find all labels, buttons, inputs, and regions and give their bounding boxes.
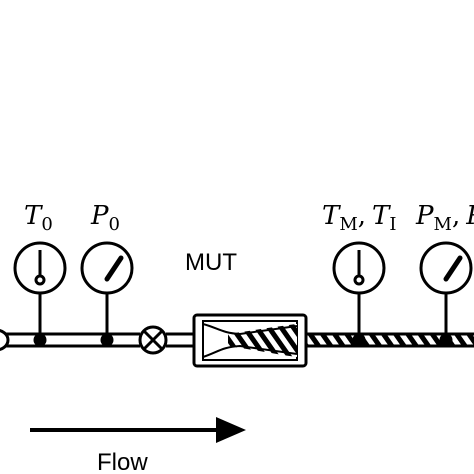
t0-label: T0 — [24, 201, 53, 235]
pressure-gauge-icon — [443, 255, 463, 282]
valve-icon — [138, 325, 168, 355]
p0-sub: 0 — [109, 214, 120, 235]
p0-main: P — [90, 201, 109, 231]
tm-main: T — [322, 201, 341, 231]
inlet-pipe — [0, 332, 194, 348]
pressure-gauge-icon — [104, 255, 124, 282]
ti-sub: I — [389, 214, 396, 235]
inlet-end — [0, 329, 10, 351]
t0-main: T — [24, 201, 43, 231]
tm-ti-label: TM,TI — [322, 201, 397, 235]
pm-sub: M — [434, 214, 452, 235]
tm-sub: M — [339, 214, 357, 235]
pm-main: P — [415, 201, 434, 231]
mut-device — [192, 313, 308, 368]
tm-ti-sep: , — [358, 201, 366, 231]
t0-gauge — [13, 241, 67, 347]
t0-sub: 0 — [41, 214, 52, 235]
pm-label: PM,P — [415, 201, 474, 235]
p0-gauge — [80, 241, 134, 347]
ti-main: T — [372, 201, 391, 231]
tm-gauge — [332, 241, 386, 347]
flow-arrow-icon — [30, 417, 246, 443]
mut-label: MUT — [185, 249, 237, 276]
flow-label: Flow — [97, 449, 148, 474]
p0-label: P0 — [90, 201, 120, 235]
pm-gauge — [419, 241, 473, 347]
pm2-main: P — [465, 201, 474, 231]
pm-sep: , — [452, 201, 460, 231]
